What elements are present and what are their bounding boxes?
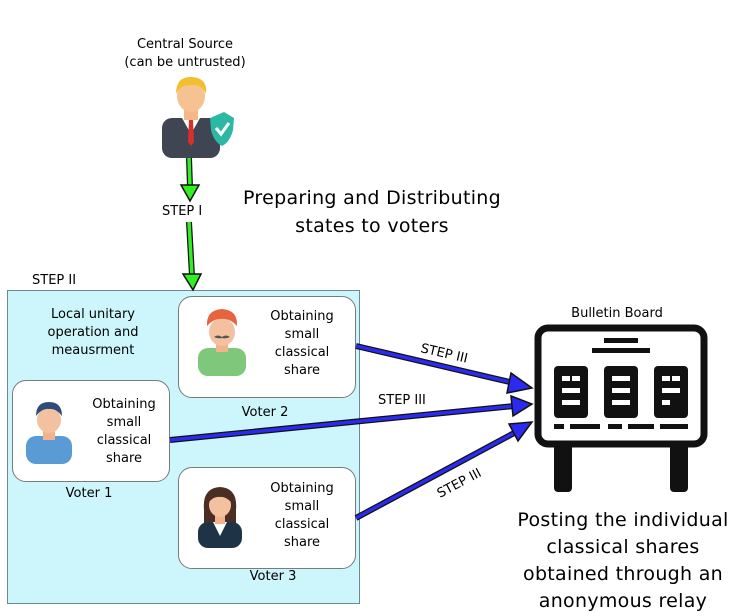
voter3-text-line-1: Obtaining <box>270 481 334 496</box>
voter2-text-line-2: small <box>284 327 320 342</box>
blue-arrow-voter2-shaft <box>355 344 515 385</box>
voter2-text-line-3: classical <box>274 345 330 360</box>
preparing-line-1: Preparing and Distributing <box>242 187 501 209</box>
central-source-subtitle: (can be untrusted) <box>124 55 246 70</box>
central-source-icon <box>162 76 234 158</box>
posting-line-1: Posting the individual <box>517 509 729 531</box>
green-arrow-2-head <box>181 273 203 292</box>
voter1-card <box>12 380 170 482</box>
green-arrow-1-shaft <box>187 157 192 188</box>
blue-arrow-voter3-head <box>507 421 534 443</box>
voter3-text-line-2: small <box>284 499 320 514</box>
voter2-avatar-icon <box>198 309 246 376</box>
posting-line-3: obtained through an <box>523 563 723 585</box>
voter3-label: Voter 3 <box>249 569 297 584</box>
voter3-avatar-icon <box>198 487 242 548</box>
central-source-title: Central Source <box>136 37 234 52</box>
voter1-avatar-icon <box>26 402 72 464</box>
voter2-label: Voter 2 <box>241 405 289 420</box>
blue-arrow-voter1-head <box>510 394 534 418</box>
blue-arrow-voter1-shaft <box>169 404 515 442</box>
bulletin-board-icon <box>534 324 708 492</box>
local-text-line-3: meausrment <box>51 343 135 358</box>
voter1-label: Voter 1 <box>65 486 113 501</box>
voter1-text-line-3: classical <box>96 433 152 448</box>
voter1-text-line-4: share <box>105 451 143 466</box>
green-arrow-1-head <box>179 184 201 203</box>
voter2-card <box>178 296 356 398</box>
posting-line-4: anonymous relay <box>538 590 708 612</box>
posting-line-2: classical shares <box>546 536 700 558</box>
green-arrow-2-shaft <box>187 221 194 277</box>
step3-label-voter1: STEP III <box>378 393 426 408</box>
preparing-line-2: states to voters <box>295 215 449 237</box>
voter3-text-line-4: share <box>283 535 321 550</box>
local-text-line-1: Local unitary <box>50 307 136 322</box>
bulletin-board-title: Bulletin Board <box>571 306 663 321</box>
voter1-text-line-2: small <box>106 415 142 430</box>
voter3-text-line-3: classical <box>274 517 330 532</box>
local-text-line-2: operation and <box>47 325 139 340</box>
blue-arrow-voter3-shaft <box>355 430 517 520</box>
voter1-text-line-1: Obtaining <box>92 397 156 412</box>
blue-arrow-voter2-head <box>506 371 534 394</box>
step1-label: STEP I <box>162 204 203 219</box>
voter2-text-line-4: share <box>283 363 321 378</box>
step2-label: STEP II <box>32 273 77 288</box>
voter2-text-line-1: Obtaining <box>270 309 334 324</box>
